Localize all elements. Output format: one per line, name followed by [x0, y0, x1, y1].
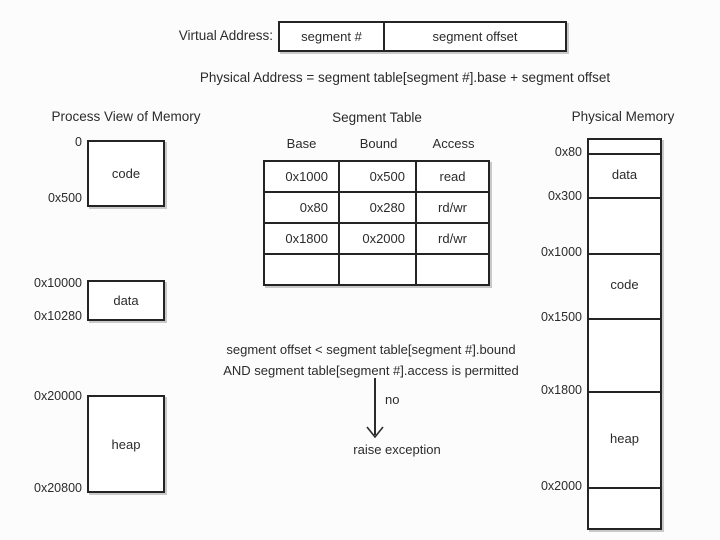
code-end-address: 0x500 — [47, 191, 82, 205]
table-row: 0x1800 0x2000 rd/wr — [265, 224, 488, 255]
physical-memory-title: Physical Memory — [571, 109, 675, 124]
table-row: 0x1000 0x500 read — [265, 162, 488, 193]
column-header-bound: Bound — [359, 136, 398, 151]
cell-base-2: 0x1800 — [265, 224, 340, 255]
raise-exception-label: raise exception — [353, 442, 441, 457]
condition-line-2: AND segment table[segment #].access is p… — [223, 363, 519, 378]
column-header-access: Access — [432, 136, 475, 151]
data-start-address: 0x10000 — [34, 276, 82, 290]
table-row — [265, 255, 488, 284]
no-label: no — [385, 392, 400, 407]
code-start-address: 0 — [75, 135, 82, 149]
cell-access-2: rd/wr — [417, 224, 488, 255]
segment-offset-cell: segment offset — [432, 29, 518, 44]
physical-memory-column: data code heap — [587, 138, 662, 530]
cell-base-3 — [265, 255, 340, 284]
virtual-address-box: segment # segment offset — [278, 21, 567, 52]
segment-table: 0x1000 0x500 read 0x80 0x280 rd/wr 0x180… — [263, 160, 490, 286]
physical-region-data: data — [611, 167, 638, 182]
physical-region-code: code — [610, 277, 639, 292]
no-arrow — [366, 378, 384, 439]
process-segment-heap: heap — [87, 395, 165, 493]
heap-end-address: 0x20800 — [34, 481, 82, 495]
boundary-line-0x1800 — [589, 391, 660, 393]
boundary-line-0x1000 — [589, 253, 660, 255]
boundary-line-0x2000 — [589, 487, 660, 489]
pm-address-0x300: 0x300 — [547, 189, 582, 203]
pm-address-0x2000: 0x2000 — [540, 479, 582, 493]
boundary-line-0x1500 — [589, 318, 660, 320]
boundary-line-0x300 — [589, 197, 660, 199]
physical-address-formula: Physical Address = segment table[segment… — [199, 70, 611, 85]
process-segment-data: data — [87, 280, 165, 321]
segment-table-title: Segment Table — [332, 110, 422, 125]
segment-number-cell: segment # — [280, 23, 385, 50]
boundary-line-0x80 — [589, 153, 660, 155]
code-segment-label: code — [111, 166, 141, 181]
table-row: 0x80 0x280 rd/wr — [265, 193, 488, 224]
data-segment-label: data — [113, 293, 139, 308]
heap-segment-label: heap — [111, 436, 141, 452]
column-header-base: Base — [286, 136, 317, 151]
cell-bound-1: 0x280 — [340, 193, 417, 224]
pm-address-0x1500: 0x1500 — [540, 310, 582, 324]
process-view-title: Process View of Memory — [51, 109, 201, 124]
condition-line-1: segment offset < segment table[segment #… — [226, 342, 516, 357]
bounds-check-condition: segment offset < segment table[segment #… — [171, 339, 571, 381]
segment-table-headers: Base Bound Access — [263, 136, 490, 151]
cell-bound-2: 0x2000 — [340, 224, 417, 255]
cell-access-3 — [417, 255, 488, 284]
cell-access-1: rd/wr — [417, 193, 488, 224]
process-segment-code: code — [87, 140, 165, 207]
cell-bound-0: 0x500 — [340, 162, 417, 193]
data-end-address: 0x10280 — [34, 309, 82, 323]
cell-access-0: read — [417, 162, 488, 193]
pm-address-0x1000: 0x1000 — [540, 245, 582, 259]
virtual-address-label: Virtual Address: — [178, 28, 273, 43]
cell-bound-3 — [340, 255, 417, 284]
heap-start-address: 0x20000 — [34, 389, 82, 403]
physical-region-heap: heap — [610, 431, 639, 446]
cell-base-1: 0x80 — [265, 193, 340, 224]
cell-base-0: 0x1000 — [265, 162, 340, 193]
pm-address-0x80: 0x80 — [554, 145, 582, 159]
pm-address-0x1800: 0x1800 — [540, 383, 582, 397]
